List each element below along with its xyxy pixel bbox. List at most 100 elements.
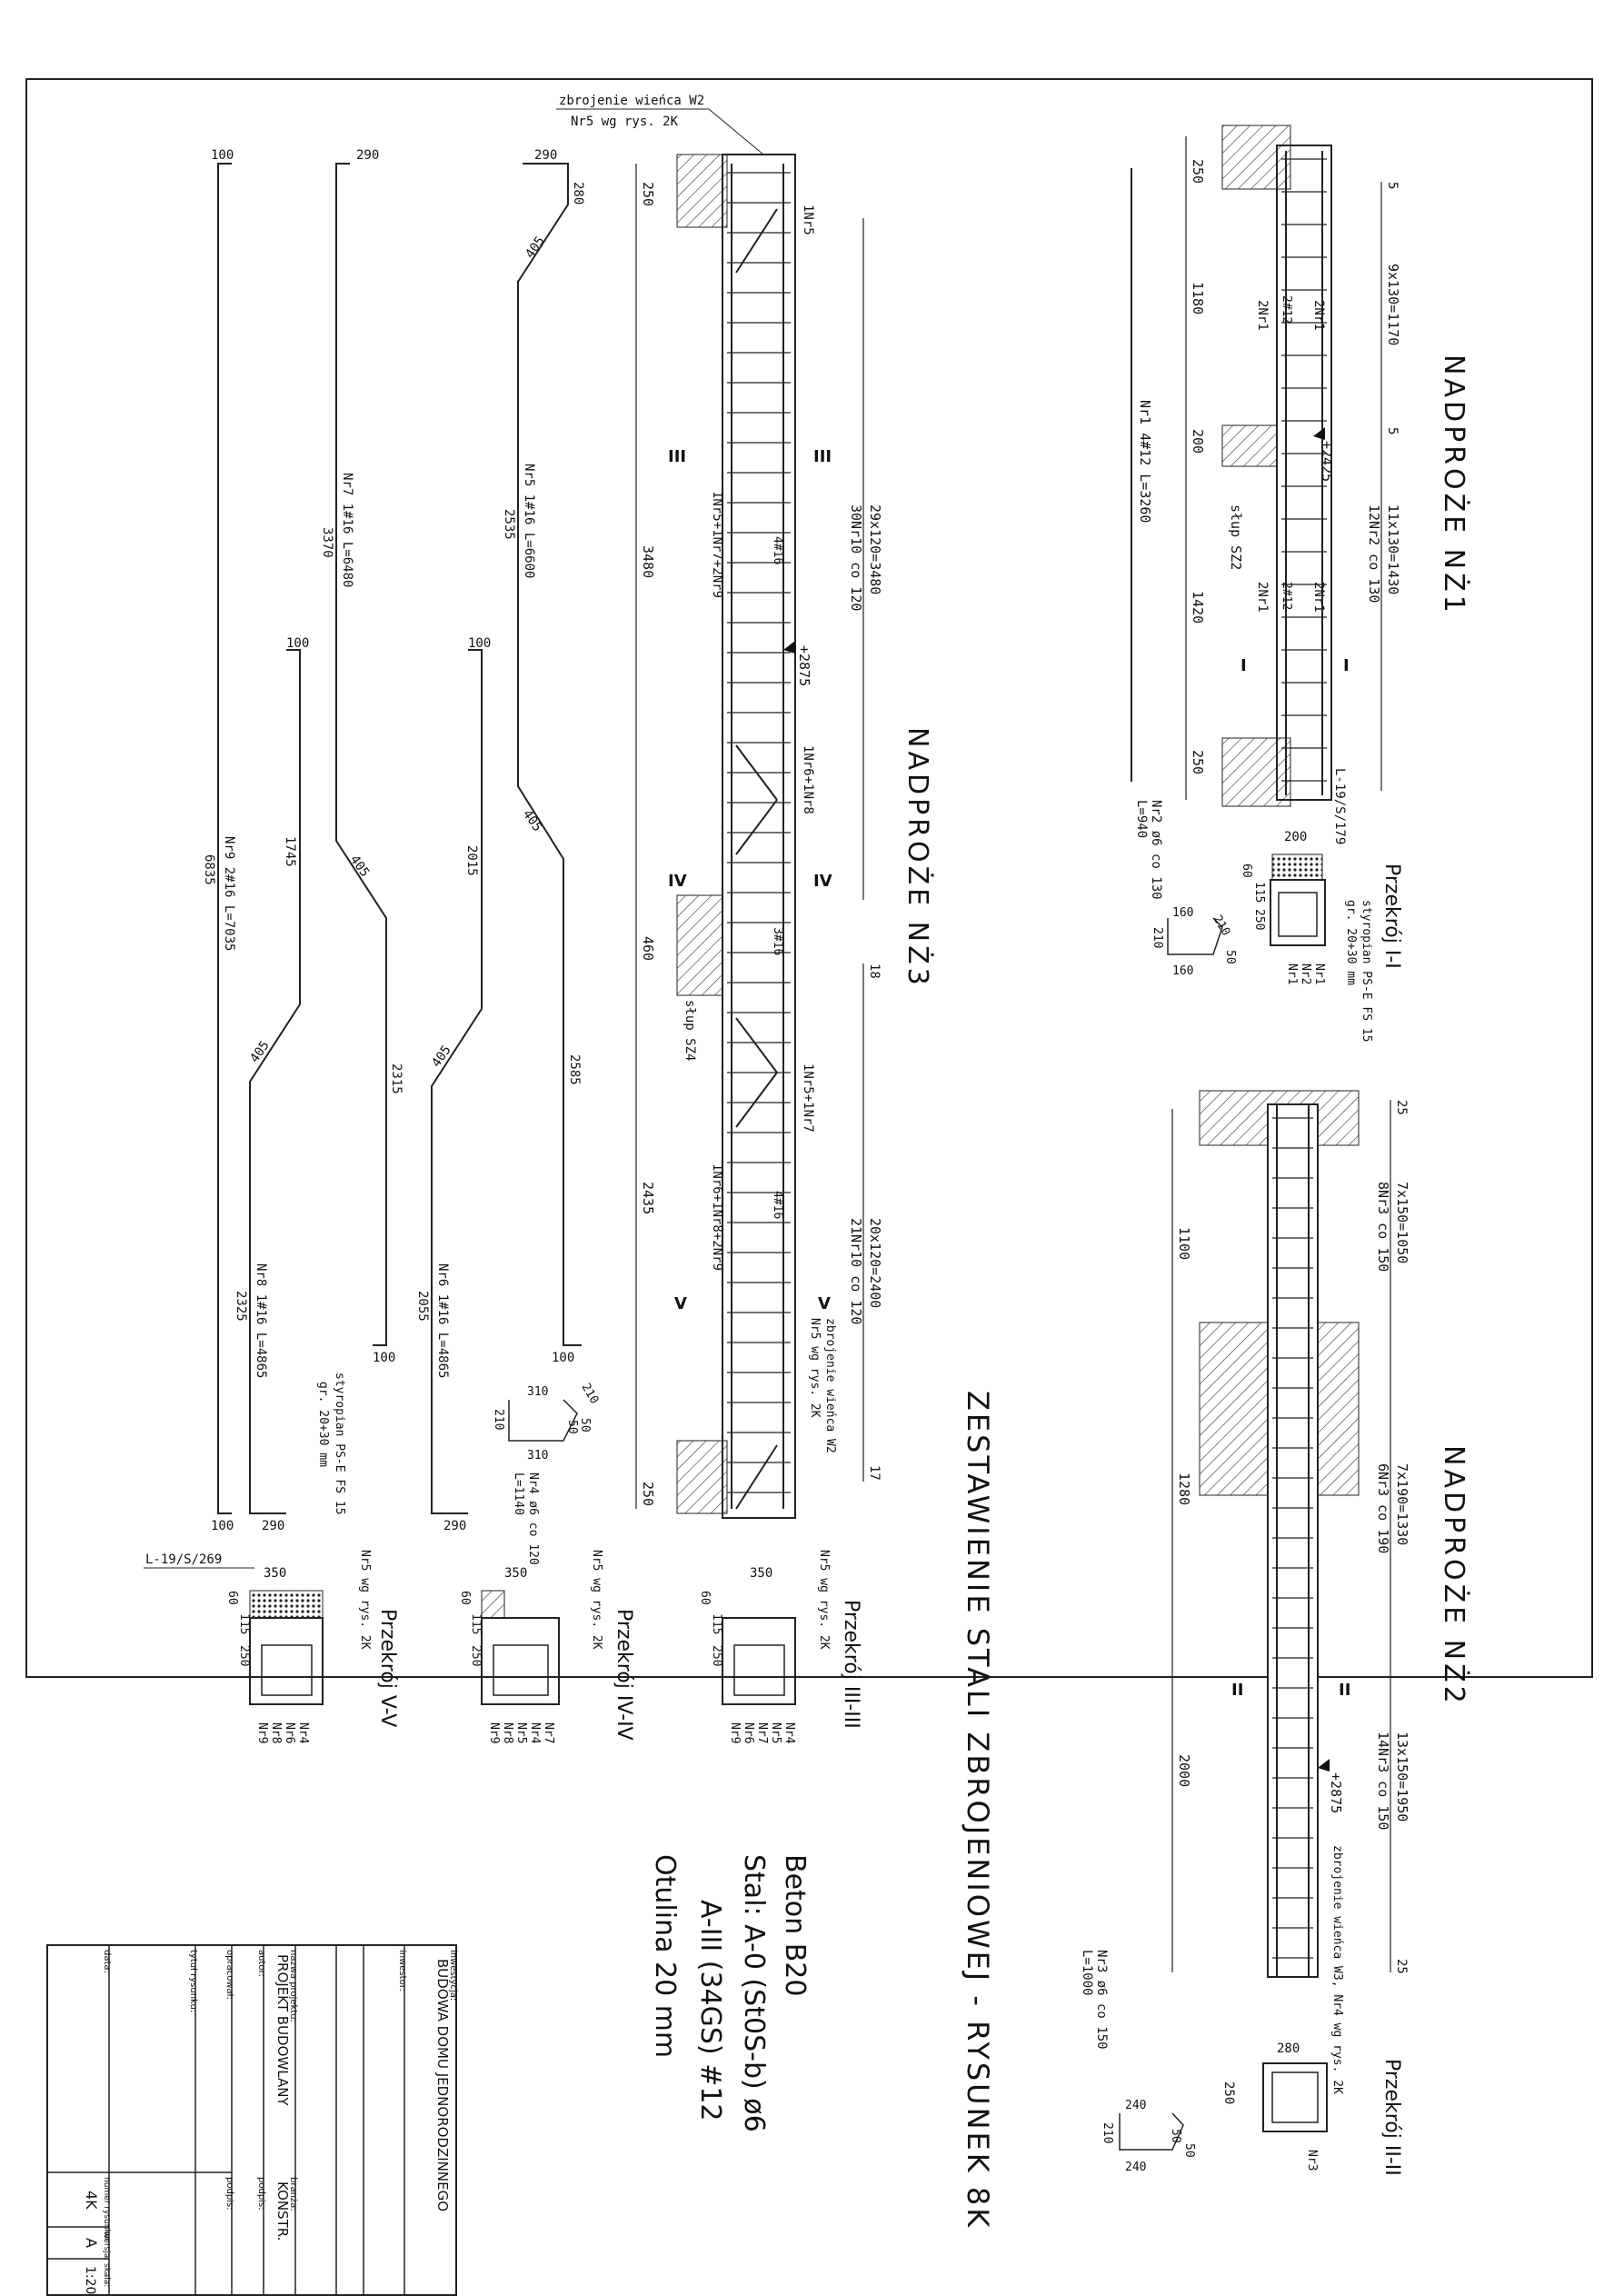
- tb-scale-label: skala:: [102, 2263, 111, 2287]
- nz2-beam: [1267, 1103, 1319, 1978]
- nz3-stirrups: [727, 172, 791, 1493]
- nz1-title: NADPROŻE NŻ1: [1438, 354, 1470, 616]
- nz3-mark-iv-right: IV: [813, 872, 832, 891]
- nz3-dim-2: 3480: [640, 545, 656, 578]
- nz3-dim-4: 2435: [640, 1182, 656, 1214]
- nz2-shape-b: 210: [1101, 2122, 1114, 2143]
- bar-nr6-dim-5: 290: [443, 1519, 466, 1533]
- sections-group: Przekrój III-III 350 Nr5 wg rys. 2K 60 1…: [144, 1373, 862, 1744]
- bar-nr5-dim-6: 2585: [567, 1054, 582, 1085]
- nz1-section-insulation-fill: [1271, 854, 1323, 881]
- nz2-end-mark-2: 25: [1394, 1959, 1409, 1974]
- section-v-insulation2: gr. 20+30 mm: [316, 1382, 330, 1467]
- nz3-post-sz4: [676, 894, 723, 996]
- nz2-ring-note: zbrojenie wieńca W3, Nr4 wg rys. 2K: [1330, 1845, 1344, 2094]
- nz1-shape-c: 50: [1223, 950, 1237, 964]
- tb-date-label: data:: [102, 1950, 112, 1973]
- section-iii-label-2: Nr6: [742, 1722, 755, 1743]
- section-iv-label-3: Nr5: [514, 1722, 528, 1743]
- tb-client-label: inwestor:: [397, 1950, 407, 1992]
- nz2-bar-nr3-len: L=1000: [1080, 1950, 1094, 1996]
- nz3-ring-bottom2: Nr5 wg rys. 2K: [808, 1318, 822, 1418]
- nz3-stirrups-b: 20x120=2400: [867, 1218, 883, 1308]
- nz1-elevation: +2425: [1319, 441, 1335, 482]
- nz1-dim-1: 250: [1190, 159, 1206, 184]
- bar-nr7-label: Nr7 1#16 L=6480: [340, 473, 354, 587]
- section-iii-width: 350: [750, 1566, 772, 1581]
- nz3-ring-top: zbrojenie wieńca W2: [559, 94, 704, 108]
- nz1-dim-5: 250: [1190, 750, 1206, 774]
- nz2-shape-e: 240: [1125, 2161, 1146, 2174]
- bar-nr4-dim-2: 210: [492, 1409, 505, 1430]
- nz2-title: NADPROŻE NŻ2: [1438, 1445, 1470, 1707]
- tb-designer-label: opracował:: [224, 1950, 234, 2000]
- nz1-section-label-2: Nr2: [1299, 963, 1312, 984]
- nz1-wall-top: [1221, 125, 1291, 190]
- section-iv-dim-1: 60: [458, 1591, 472, 1605]
- nz3-mark-iii-left: III: [668, 447, 686, 466]
- bar-nr4-label: Nr4 ø6 co 120: [526, 1472, 540, 1565]
- nz1-section-title: Przekrój I-I: [1380, 863, 1403, 969]
- bar-nr9-dim-1: 100: [211, 148, 234, 163]
- bar-nr7-dim-1: 290: [356, 148, 379, 163]
- bar-nr7-dim-2: 3370: [320, 527, 334, 558]
- nz3-mark-v-left: V: [674, 1294, 687, 1313]
- nz3-bar-label-1: 1Nr5: [801, 205, 815, 235]
- material-steel-a3: A-III (34GS) #12: [694, 1900, 726, 2121]
- nz2-section-body: [1262, 2062, 1328, 2132]
- nz1-mark-top: 5: [1385, 182, 1400, 189]
- nz3-bar-label-3: 4#16: [771, 536, 784, 564]
- section-v-lintel: L-19/S/269: [145, 1552, 222, 1567]
- section-iii-dim-3: 250: [710, 1645, 723, 1666]
- nz1-bar-label-2: 2Nr1: [1311, 300, 1326, 331]
- nz1-section-mark-right: I: [1343, 656, 1350, 675]
- nz3-mark-1: 18: [867, 963, 882, 979]
- bar-nr5-dim-1: 290: [534, 148, 557, 163]
- section-v-title: Przekrój V-V: [376, 1609, 399, 1727]
- nz2-elevation: +2875: [1328, 1772, 1344, 1813]
- section-iii-label-4: Nr5: [769, 1722, 782, 1743]
- nz3-bar-label-5: 3#16: [771, 927, 784, 955]
- nz3-mark-iv-left: IV: [668, 872, 687, 891]
- section-v-body: [249, 1617, 324, 1705]
- nz2-group: NADPROŻE NŻ2 1100 1280 2000 25 7x150=105…: [1080, 1090, 1470, 2176]
- tb-scale: 1:20: [83, 2266, 97, 2294]
- bar-nr4-len: L=1140: [512, 1472, 525, 1515]
- nz1-section-body: [1270, 879, 1326, 946]
- main-title: ZESTAWIENIE STALI ZBROJENIOWEJ - RYSUNEK…: [961, 1391, 995, 2230]
- main-title-group: ZESTAWIENIE STALI ZBROJENIOWEJ - RYSUNEK…: [649, 1391, 995, 2230]
- nz2-end-mark-1: 25: [1394, 1100, 1409, 1115]
- nz2-dim-2: 1280: [1176, 1472, 1192, 1505]
- nz2-bar-nr3-label: Nr3 ø6 co 150: [1094, 1950, 1109, 2050]
- nz3-stirrups-b-label: 21Nr10 co 120: [848, 1218, 864, 1324]
- bar-nr6-dim-3: 405: [429, 1043, 454, 1070]
- nz3-post-label: słup SZ4: [682, 1000, 697, 1061]
- nz1-section-label-3: Nr1: [1312, 963, 1326, 984]
- nz1-wall-bottom: [1221, 737, 1291, 807]
- section-iv-body: [481, 1617, 560, 1705]
- bar-nr5-shape: [517, 163, 582, 1346]
- nz3-bar-label-6: 1Nr5+1Nr7: [801, 1063, 815, 1133]
- nz3-dim-5: 250: [640, 1482, 656, 1506]
- bar-nr7-dim-3: 405: [347, 853, 373, 880]
- bar-nr7-shape: [335, 163, 387, 1346]
- nz1-post-label: słup SZ2: [1228, 504, 1244, 570]
- section-iv-dim-2: 115: [469, 1613, 483, 1634]
- bar-nr5-dim-4: 2535: [502, 509, 516, 540]
- material-steel-a0: Stal: A-0 (St0S-b) ø6: [738, 1854, 770, 2132]
- section-iv-dim-3: 250: [469, 1645, 483, 1666]
- bar-nr8-dim-2: 1745: [283, 836, 297, 867]
- bar-nr8-dim-1: 100: [286, 636, 309, 651]
- bar-nr8-label: Nr8 1#16 L=4865: [254, 1263, 268, 1378]
- nz1-mark-mid: 5: [1385, 427, 1400, 434]
- bar-nr7-dim-5: 100: [373, 1351, 395, 1365]
- nz3-mark-2: 17: [867, 1465, 882, 1481]
- nz2-shape-d: 50: [1169, 2129, 1182, 2143]
- nz1-shape-b: 210: [1151, 927, 1164, 948]
- nz1-stirrups-a: 9x130=1170: [1385, 264, 1401, 345]
- bar-nr6-dim-4: 2055: [415, 1291, 430, 1322]
- nz3-stirrups-a: 29x120=3480: [867, 504, 883, 594]
- nz2-section-label: Nr3: [1305, 2150, 1319, 2171]
- nz3-wall-top: [676, 154, 728, 228]
